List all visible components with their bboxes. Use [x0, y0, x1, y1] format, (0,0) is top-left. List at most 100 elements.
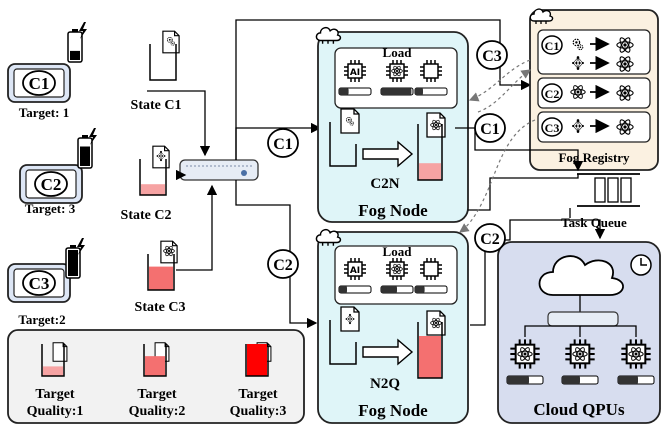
ai-chip-text: AI — [350, 266, 360, 276]
route-badge-circle — [474, 113, 506, 143]
output-beaker — [417, 322, 443, 379]
output-beaker — [417, 124, 443, 181]
route-badge-c3: C3 — [476, 40, 508, 70]
cloud-qpus — [497, 241, 661, 424]
device-1: C1 — [7, 22, 180, 103]
legend-beaker-3-outline — [245, 344, 269, 377]
chip-icon — [419, 59, 443, 83]
state-beaker-1-outline — [149, 44, 177, 81]
registry-row-C1: C1 — [537, 29, 651, 75]
route-badge-circle — [474, 223, 506, 253]
registry-row-label: C2 — [545, 87, 560, 101]
fog-node-2-content: AI — [329, 257, 448, 379]
battery-cap — [82, 135, 88, 138]
output-beaker-outline — [417, 124, 443, 181]
device-id-badge — [22, 270, 56, 296]
registry-badge — [541, 117, 563, 137]
device-3: C3 — [7, 238, 178, 303]
battery-cap — [72, 29, 78, 32]
qpu-3 — [617, 338, 655, 385]
route-badge-label: C3 — [482, 48, 502, 65]
ai-chip-text: AI — [350, 68, 360, 78]
legend-2-line2: Quality:2 — [129, 404, 186, 419]
state-beaker-3-fill — [149, 266, 173, 290]
device-1-state: State C1 — [131, 98, 182, 113]
qpu-load-fill — [562, 376, 580, 384]
device-id-label: C2 — [41, 175, 62, 194]
legend-beaker-3-fill — [247, 344, 267, 376]
route-badge-c1: C1 — [267, 128, 299, 158]
legend-beaker-1-fill — [43, 366, 63, 376]
chip-icon — [419, 257, 443, 281]
load-bar-fill-3 — [415, 286, 425, 293]
battery-icon — [65, 238, 85, 279]
legend-3-line2: Quality:3 — [230, 404, 287, 419]
route-badge-label: C2 — [480, 231, 500, 248]
route-badge-circle — [476, 40, 508, 70]
cloud-qpus-title: Cloud QPUs — [533, 400, 625, 419]
device-id-badge — [22, 70, 56, 96]
device-id-label: C1 — [29, 74, 50, 93]
state-beaker-2-outline — [139, 159, 167, 196]
task-queue — [577, 173, 640, 207]
legend-beaker-1-outline — [41, 344, 65, 377]
legend-glyphs — [41, 342, 272, 377]
route-badge-label: C2 — [273, 257, 293, 274]
device-3-target: Target:2 — [18, 312, 65, 327]
qpu-1 — [506, 338, 544, 385]
registry-badge — [541, 83, 563, 103]
registry-row-label: C1 — [545, 39, 560, 53]
legend-beaker-1 — [41, 344, 65, 377]
state-beaker-3-outline — [147, 254, 175, 291]
registry-row-label: C3 — [545, 121, 560, 135]
registry-row-C2: C2 — [537, 77, 651, 109]
load-bar-fill-1 — [339, 286, 347, 293]
fog-registry-title: Fog Registry — [558, 150, 630, 165]
load-bar-fill-2 — [381, 88, 412, 95]
registry-badge — [541, 35, 563, 55]
battery-level — [70, 50, 80, 60]
registry-row-C3: C3 — [537, 111, 651, 143]
route-badge-c1: C1 — [474, 113, 506, 143]
legend-1-line1: Target — [35, 387, 74, 402]
lightning-icon — [77, 238, 85, 255]
legend-beaker-2-fill — [145, 356, 165, 376]
device-id-label: C3 — [29, 274, 50, 293]
battery-icon — [77, 128, 97, 169]
legend-beaker-2-outline — [143, 344, 167, 377]
state-beaker-1 — [149, 44, 177, 81]
battery-icon — [67, 22, 87, 63]
state-beaker-2 — [139, 159, 167, 196]
fog-node-2-title: Fog Node — [358, 401, 428, 420]
output-beaker-fill — [419, 336, 441, 378]
battery-cap — [70, 245, 76, 248]
state-beaker-3 — [147, 254, 175, 291]
device-3-state: State C3 — [135, 300, 186, 315]
legend-1-line2: Quality:1 — [27, 404, 84, 419]
qpu-load-fill — [618, 376, 638, 384]
routing-arrows — [455, 127, 606, 326]
conversion-arrow — [362, 338, 414, 366]
load-bar-fill-1 — [339, 88, 349, 95]
device-links — [147, 19, 532, 329]
fog-node-1-conversion: C2N — [370, 176, 399, 192]
fog-node-1-content: AI — [329, 59, 448, 181]
task-queue-label: Task Queue — [561, 215, 627, 230]
route-badge-c2: C2 — [267, 249, 299, 279]
lightning-icon — [79, 22, 87, 39]
edge-switch — [179, 159, 259, 181]
document-icon — [340, 108, 360, 134]
route-badge-label: C1 — [273, 136, 293, 153]
legend-3-line1: Target — [238, 387, 277, 402]
registry-dashed-links — [459, 59, 536, 233]
fog-node-1-title: Fog Node — [358, 201, 428, 220]
lightning-icon — [89, 128, 97, 145]
document-icon — [340, 306, 360, 332]
device-2: C2 — [19, 128, 170, 204]
conversion-arrow — [362, 140, 414, 168]
document-icon — [52, 342, 68, 362]
